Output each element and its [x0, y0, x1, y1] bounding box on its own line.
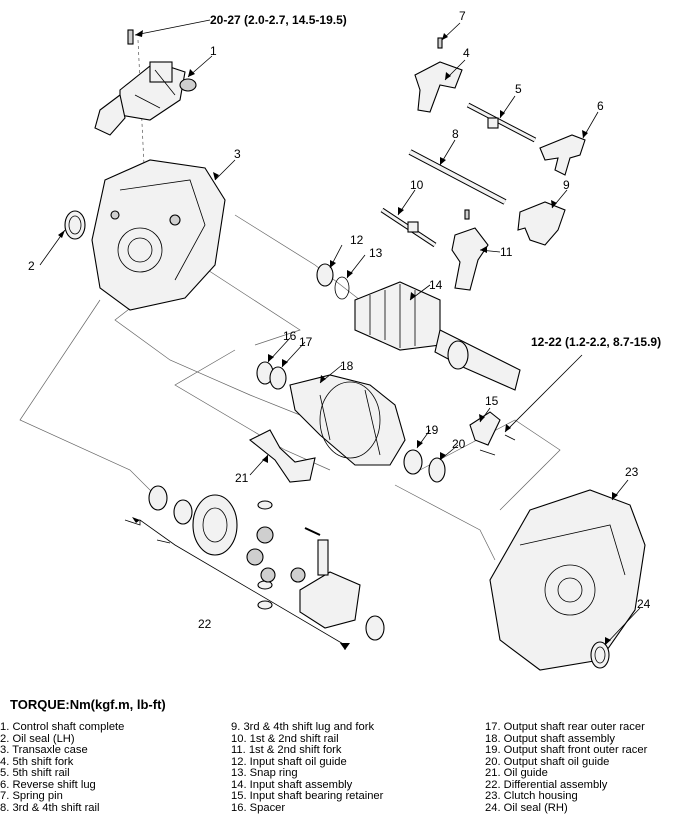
- fifth-shift-rail: [466, 102, 537, 143]
- legend-item: 24. Oil seal (RH): [485, 801, 568, 814]
- arrowheads: [58, 30, 618, 650]
- callout-4: 4: [463, 46, 470, 60]
- legend-item: 5. 5th shift rail: [0, 767, 70, 779]
- output-shaft-assembly: [289, 374, 406, 466]
- callout-20: 20: [452, 437, 466, 451]
- clutch-housing: [489, 489, 646, 671]
- legend-item: 1. Control shaft complete: [0, 721, 125, 733]
- callout-18: 18: [340, 359, 354, 373]
- input-shaft-bearing-retainer: [469, 411, 516, 456]
- legend-item: 22. Differential assembly: [485, 778, 608, 791]
- callout-17: 17: [299, 335, 313, 349]
- callout-19: 19: [425, 423, 439, 437]
- legend-item: 16. Spacer: [231, 801, 286, 814]
- legend-item: 6. Reverse shift lug: [0, 778, 96, 791]
- legend-item: 2. Oil seal (LH): [0, 732, 75, 745]
- callout-21: 21: [235, 471, 249, 485]
- callout-24: 24: [637, 597, 651, 611]
- legend-item: 21. Oil guide: [485, 767, 548, 779]
- legend-item: 23. Clutch housing: [485, 790, 578, 802]
- input-shaft-assembly: [354, 281, 521, 391]
- callout-15: 15: [485, 394, 499, 408]
- torque-label-top: 20-27 (2.0-2.7, 14.5-19.5): [210, 13, 347, 27]
- reverse-shift-lug: [539, 134, 586, 176]
- torque-unit-title: TORQUE:Nm(kgf.m, lb-ft): [10, 697, 166, 712]
- spring-pin: [437, 37, 443, 49]
- output-shaft-oil-guide: [428, 457, 446, 483]
- oil-seal-lh: [64, 210, 86, 240]
- legend-item: 19. Output shaft front outer racer: [485, 744, 648, 756]
- snap-ring: [334, 276, 350, 300]
- differential-assembly: [148, 485, 385, 641]
- callout-14: 14: [429, 278, 443, 292]
- callout-7: 7: [459, 9, 466, 23]
- third-fourth-shift-rail: [408, 149, 507, 205]
- legend-column-3: 17. Output shaft rear outer racer 18. Ou…: [485, 721, 648, 814]
- callout-10: 10: [410, 178, 424, 192]
- oil-seal-rh: [590, 641, 610, 669]
- callout-6: 6: [597, 99, 604, 113]
- callout-1: 1: [210, 44, 217, 58]
- legend-column-2: 9. 3rd & 4th shift lug and fork 10. 1st …: [231, 721, 384, 814]
- callout-16: 16: [283, 329, 297, 343]
- legend-item: 10. 1st & 2nd shift rail: [231, 732, 339, 745]
- legend-item: 11. 1st & 2nd shift fork: [231, 744, 342, 756]
- legend-item: 8. 3rd & 4th shift rail: [0, 801, 100, 814]
- legend-column-1: 1. Control shaft complete 2. Oil seal (L…: [0, 721, 125, 814]
- callout-12: 12: [350, 233, 364, 247]
- callout-13: 13: [369, 246, 383, 260]
- control-shaft-complete: [94, 29, 197, 136]
- callout-2: 2: [28, 259, 35, 273]
- legend-item: 14. Input shaft assembly: [231, 778, 353, 791]
- legend-item: 3. Transaxle case: [0, 744, 88, 756]
- callout-numbers: 7 1 4 5 6 8 3 10 9 12 11 13 2 14 16 17 1…: [28, 9, 651, 631]
- legend-item: 4. 5th shift fork: [0, 755, 74, 768]
- callout-11: 11: [500, 245, 513, 259]
- legend-item: 20. Output shaft oil guide: [485, 755, 610, 768]
- callout-22: 22: [198, 617, 212, 631]
- output-shaft-rear-outer-racer: [269, 366, 287, 390]
- callout-3: 3: [234, 147, 241, 161]
- callout-8: 8: [452, 127, 459, 141]
- exploded-transaxle-diagram: 20-27 (2.0-2.7, 14.5-19.5) 12-22 (1.2-2.…: [19, 9, 661, 671]
- legend-item: 12. Input shaft oil guide: [231, 755, 347, 768]
- torque-label-right: 12-22 (1.2-2.2, 8.7-15.9): [531, 335, 661, 349]
- legend-item: 15. Input shaft bearing retainer: [231, 790, 384, 802]
- callout-23: 23: [625, 465, 639, 479]
- fork-pin: [464, 209, 470, 220]
- oil-guide: [248, 429, 316, 483]
- legend-item: 13. Snap ring: [231, 767, 298, 779]
- legend-item: 7. Spring pin: [0, 790, 63, 802]
- output-shaft-front-outer-racer: [403, 449, 423, 475]
- first-second-shift-fork: [451, 227, 489, 291]
- callout-5: 5: [515, 82, 522, 96]
- third-fourth-shift-fork: [517, 201, 566, 246]
- legend-item: 18. Output shaft assembly: [485, 732, 615, 745]
- legend-item: 9. 3rd & 4th shift lug and fork: [231, 721, 375, 733]
- transaxle-case: [91, 159, 226, 311]
- callout-9: 9: [563, 178, 570, 192]
- first-second-shift-rail: [380, 207, 437, 248]
- legend-item: 17. Output shaft rear outer racer: [485, 721, 645, 733]
- input-shaft-oil-guide: [316, 263, 334, 287]
